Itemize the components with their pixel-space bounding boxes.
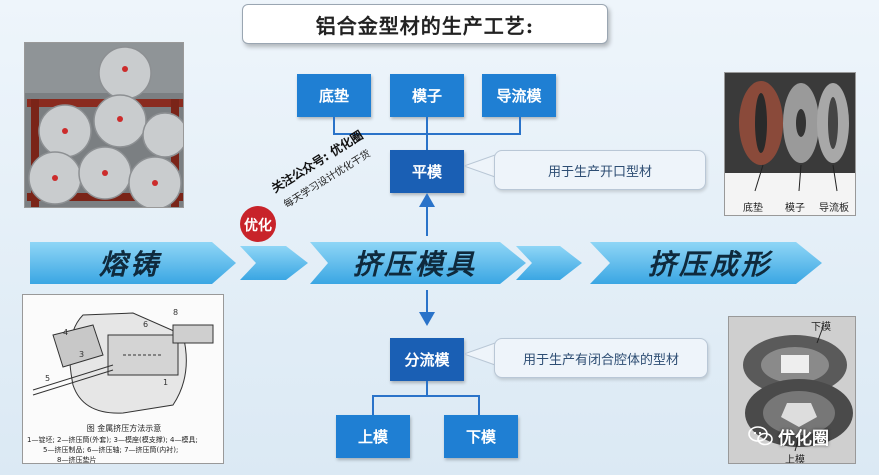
die-parts-illustration	[725, 73, 855, 192]
die-parts-photo: 底垫 模子 导流板	[724, 72, 856, 216]
brand-name: 优化圈	[778, 428, 829, 449]
porthole-die-illustration	[729, 317, 855, 463]
drawing-caption-line3: 8—挤压垫片	[57, 456, 97, 464]
watermark: 优化 关注公众号: 优化圈 每天学习设计优化干货	[238, 128, 388, 252]
connector	[372, 395, 374, 415]
step-extrusion-forming: 挤压成形	[647, 248, 772, 281]
step-casting: 熔铸	[98, 248, 161, 281]
drawing-caption-title: 图 金属挤压方法示意	[86, 424, 162, 433]
label-base-pad: 底垫	[743, 203, 763, 214]
node-die: 模子	[390, 74, 464, 117]
connector	[426, 206, 428, 236]
connector	[372, 395, 480, 397]
label-lower-die: 下模	[811, 322, 831, 333]
node-guide-die: 导流模	[482, 74, 556, 117]
watermark-seal-icon: 优化	[240, 206, 276, 242]
wechat-icon	[748, 426, 773, 446]
billets-illustration	[25, 43, 183, 207]
billets-photo	[24, 42, 184, 208]
arrow-casting	[30, 242, 236, 284]
brand-badge: 优化圈	[748, 424, 829, 449]
node-flat-die: 平模	[390, 150, 464, 193]
callout-closed-profile: 用于生产有闭合腔体的型材	[494, 338, 708, 378]
node-lower-die: 下模	[444, 415, 518, 458]
arrow-down-icon	[419, 312, 435, 326]
connector	[519, 117, 521, 134]
drawing-caption-line2: 5—挤压制品; 6—挤压轴; 7—挤压筒(内衬);	[43, 446, 179, 454]
arrow-extrusion-die	[310, 242, 526, 284]
connector	[478, 395, 480, 415]
connector	[426, 381, 428, 396]
callout-open-profile: 用于生产开口型材	[494, 150, 706, 190]
arrow-extrusion-forming	[590, 242, 822, 284]
arrow-connector-2	[516, 246, 582, 280]
porthole-die-photo: 下模 上模	[728, 316, 856, 464]
arrow-up-icon	[419, 193, 435, 207]
svg-text:8: 8	[173, 308, 178, 317]
drawing-caption-line1: 1—锭坯; 2—挤压筒(外套); 3—模座(模支撑); 4—模具;	[27, 436, 198, 444]
svg-text:优化: 优化	[244, 217, 272, 234]
step-extrusion-die: 挤压模具	[352, 248, 477, 281]
label-guide-plate: 导流板	[819, 203, 849, 214]
connector	[333, 133, 521, 135]
extrusion-drawing: 8 6 4 3 1 5 图 金属挤压方法示意 1—锭坯; 2—挤压筒(外套); …	[22, 294, 224, 464]
extrusion-drawing-illustration: 8 6 4 3 1 5	[32, 308, 214, 414]
label-upper-die: 上模	[785, 455, 805, 464]
node-base-pad: 底垫	[297, 74, 371, 117]
page-title: 铝合金型材的生产工艺:	[242, 4, 608, 44]
arrow-connector-1	[240, 246, 308, 280]
connector	[426, 290, 428, 314]
svg-text:4: 4	[63, 328, 68, 337]
svg-text:6: 6	[143, 320, 148, 329]
node-upper-die: 上模	[336, 415, 410, 458]
svg-text:1: 1	[163, 378, 168, 387]
label-die: 模子	[785, 203, 805, 214]
process-arrows	[30, 242, 822, 284]
svg-text:3: 3	[79, 350, 84, 359]
connector	[333, 117, 335, 134]
node-split-die: 分流模	[390, 338, 464, 381]
svg-text:5: 5	[45, 374, 50, 383]
